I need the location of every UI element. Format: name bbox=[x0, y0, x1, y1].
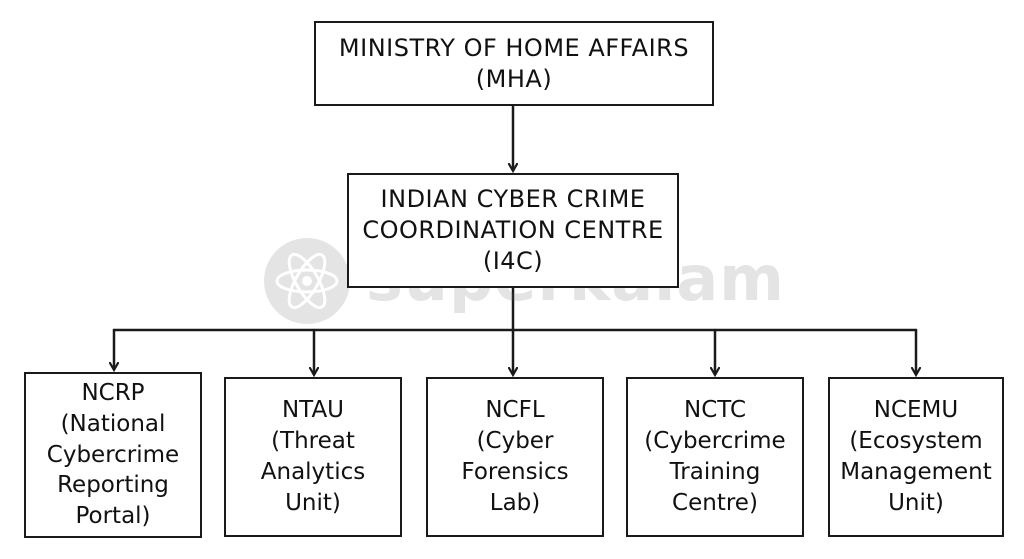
ncemu-line-2: (Ecosystem bbox=[849, 428, 983, 455]
ncemu-line-3: Management bbox=[840, 459, 992, 485]
ncfl-line-4: Lab) bbox=[489, 489, 541, 516]
nctc-box: NCTC (Cybercrime Training Centre) bbox=[626, 377, 804, 537]
ntau-box: NTAU (Threat Analytics Unit) bbox=[224, 377, 402, 537]
i4c-line-2: COORDINATION CENTRE bbox=[362, 216, 664, 245]
ntau-line-2: (Threat bbox=[271, 428, 355, 455]
nctc-line-3: Training bbox=[669, 459, 761, 485]
ncfl-line-2: (Cyber bbox=[476, 428, 554, 455]
ncemu-abbr: NCEMU bbox=[873, 397, 959, 424]
ncemu-box: NCEMU (Ecosystem Management Unit) bbox=[828, 377, 1004, 537]
nctc-line-2: (Cybercrime bbox=[644, 428, 786, 455]
ncrp-line-5: Portal) bbox=[75, 503, 151, 530]
ncfl-abbr: NCFL bbox=[485, 397, 545, 424]
ntau-abbr: NTAU bbox=[281, 397, 345, 424]
i4c-box: INDIAN CYBER CRIME COORDINATION CENTRE (… bbox=[347, 173, 679, 288]
ncemu-line-4: Unit) bbox=[888, 489, 944, 516]
ministry-abbr: (MHA) bbox=[475, 64, 553, 93]
nctc-line-4: Centre) bbox=[672, 489, 758, 516]
ncfl-box: NCFL (Cyber Forensics Lab) bbox=[426, 377, 604, 537]
i4c-abbr: (I4C) bbox=[482, 246, 544, 275]
ncrp-line-4: Reporting bbox=[57, 472, 169, 499]
ministry-name: MINISTRY OF HOME AFFAIRS bbox=[338, 33, 690, 62]
ntau-line-3: Analytics bbox=[260, 459, 366, 485]
ncfl-line-3: Forensics bbox=[461, 459, 569, 485]
ncrp-line-3: Cybercrime bbox=[46, 441, 180, 468]
ncrp-line-2: (National bbox=[60, 410, 166, 437]
nctc-abbr: NCTC bbox=[683, 397, 747, 424]
ntau-line-4: Unit) bbox=[285, 489, 341, 516]
ncrp-box: NCRP (National Cybercrime Reporting Port… bbox=[24, 372, 202, 538]
i4c-line-1: INDIAN CYBER CRIME bbox=[380, 185, 646, 214]
ncrp-abbr: NCRP bbox=[81, 379, 145, 406]
ministry-box: MINISTRY OF HOME AFFAIRS (MHA) bbox=[314, 21, 714, 106]
